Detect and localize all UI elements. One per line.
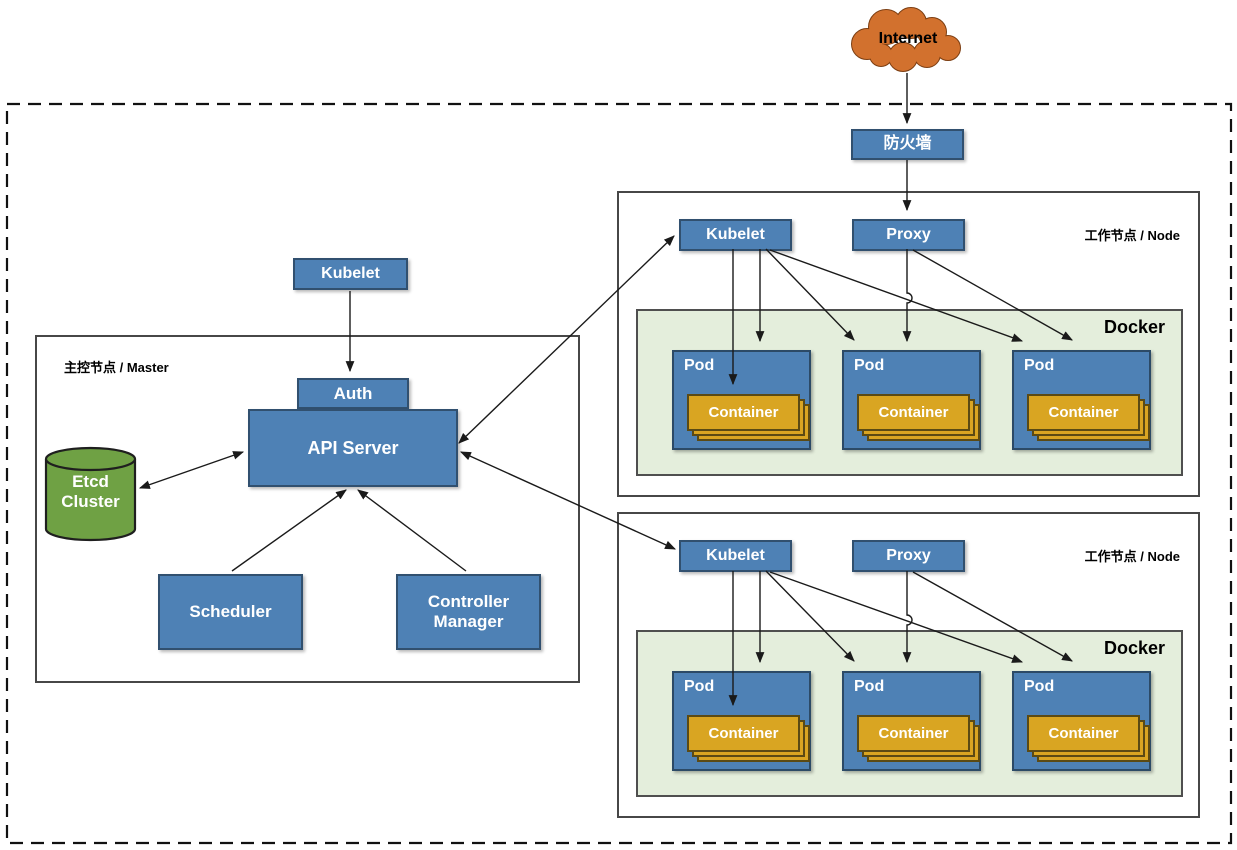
firewall-box: 防火墙 [851,129,964,160]
container-stack: Container [687,394,815,447]
pod-label: Pod [684,357,715,374]
container-card: Container [1027,715,1140,752]
container-card: Container [687,715,800,752]
controller-manager-box: Controller Manager [396,574,541,650]
node1-docker-label: Docker [1103,317,1165,337]
container-stack: Container [1027,394,1155,447]
master-kubelet-box: Kubelet [293,258,408,290]
node2-kubelet-box: Kubelet [679,540,792,572]
container-stack: Container [1027,715,1155,768]
pod-label: Pod [684,678,715,695]
worker-node-2: 工作节点 / Node Kubelet Proxy Docker Pod Con… [617,512,1200,818]
master-zone-label: 主控节点 / Master [64,360,169,375]
node2-pod-2: Pod Container [842,671,981,771]
auth-box: Auth [297,378,409,409]
pod-label: Pod [854,357,885,374]
node1-docker-area: Docker Pod Container Pod Container Pod [636,309,1183,476]
pod-label: Pod [1024,678,1055,695]
internet-cloud-icon [851,7,961,72]
node1-pod-3: Pod Container [1012,350,1151,450]
node2-proxy-box: Proxy [852,540,965,572]
internet-label: Internet [878,30,938,47]
container-card: Container [857,715,970,752]
pod-label: Pod [854,678,885,695]
node2-docker-label: Docker [1103,638,1165,658]
worker-node-1: 工作节点 / Node Kubelet Proxy Docker Pod Con… [617,191,1200,497]
pod-label: Pod [1024,357,1055,374]
container-stack: Container [857,715,985,768]
node1-pod-2: Pod Container [842,350,981,450]
container-stack: Container [857,394,985,447]
container-card: Container [1027,394,1140,431]
node2-pod-3: Pod Container [1012,671,1151,771]
node2-docker-area: Docker Pod Container Pod Container Pod [636,630,1183,797]
node1-proxy-box: Proxy [852,219,965,251]
container-stack: Container [687,715,815,768]
api-server-box: API Server [248,409,458,487]
worker-node-1-label: 工作节点 / Node [1084,228,1180,243]
node1-pod-1: Pod Container [672,350,811,450]
scheduler-box: Scheduler [158,574,303,650]
container-card: Container [687,394,800,431]
node2-pod-1: Pod Container [672,671,811,771]
etcd-cluster: Etcd Cluster [44,446,137,543]
etcd-label: Etcd Cluster [61,472,120,511]
container-card: Container [857,394,970,431]
worker-node-2-label: 工作节点 / Node [1084,549,1180,564]
node1-kubelet-box: Kubelet [679,219,792,251]
